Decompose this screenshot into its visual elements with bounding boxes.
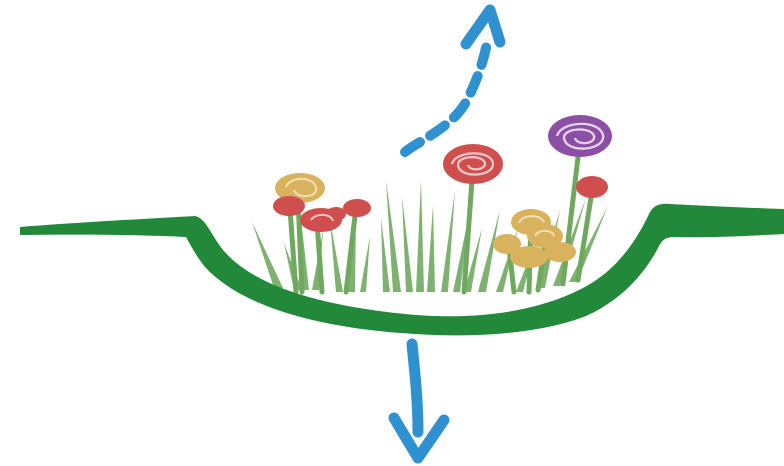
infiltration-arrow-icon [394,344,444,458]
gold-flower-cluster-icon [493,209,576,268]
basin-depression-icon [20,204,784,336]
purple-flower-icon [548,115,612,157]
red-flower-icon [443,144,503,184]
small-red-flower-icon [576,176,608,198]
evaporation-arrow-icon [405,10,500,152]
